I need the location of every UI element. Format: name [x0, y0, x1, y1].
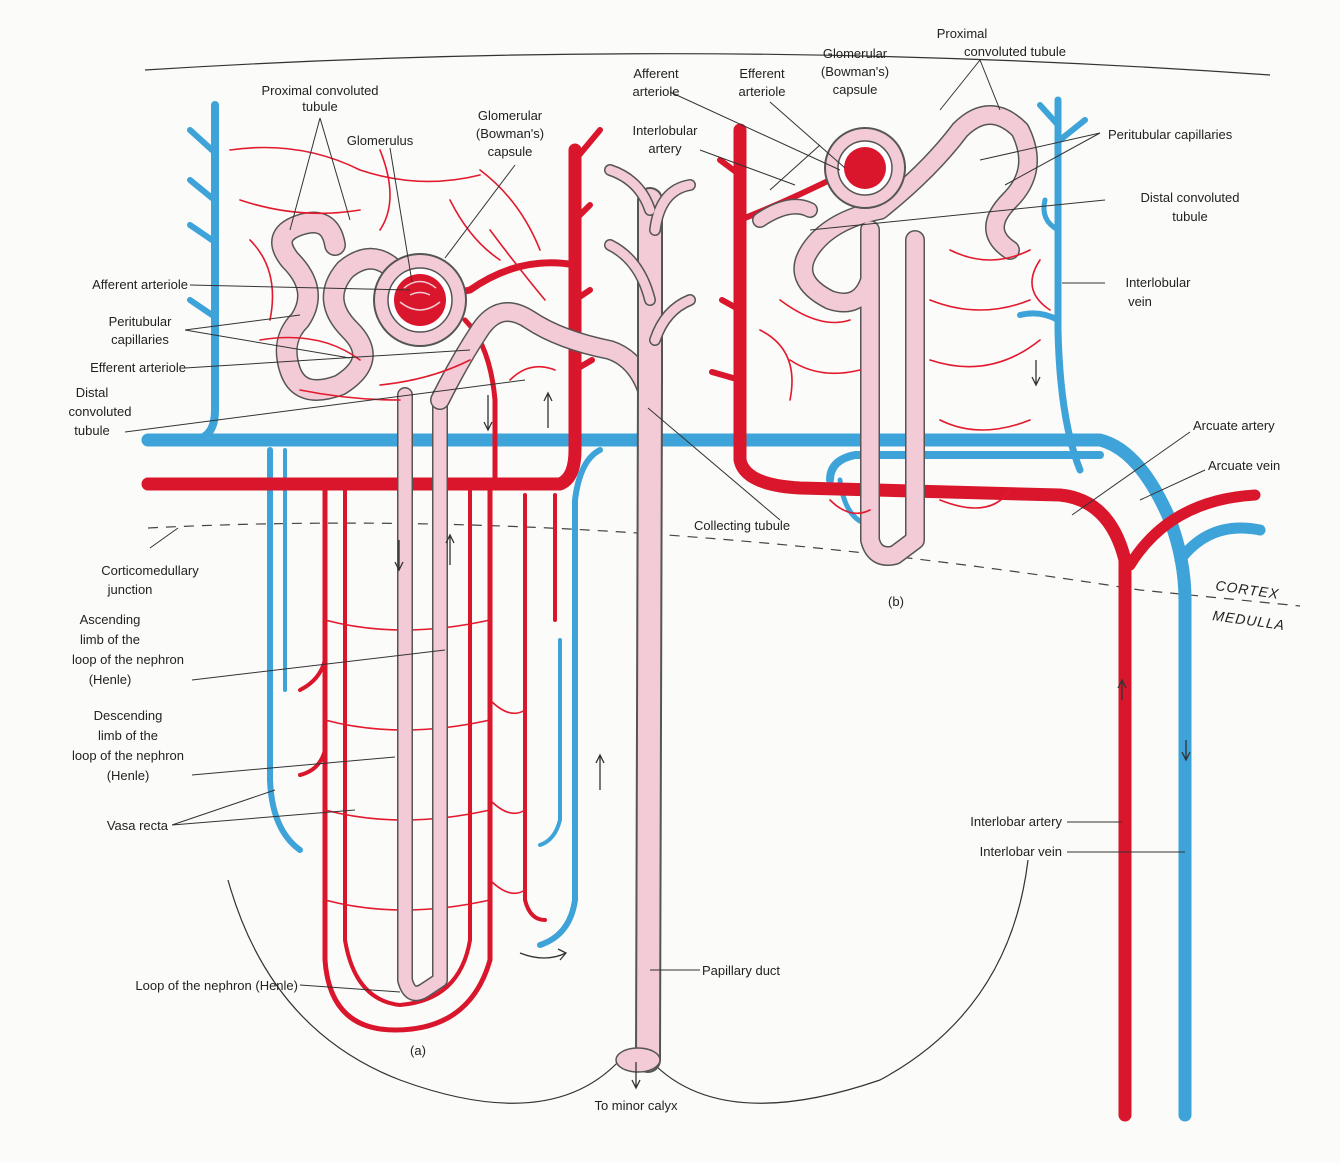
nephron-a-tubules — [230, 148, 690, 1073]
label-interlobar-artery: Interlobar artery — [970, 814, 1062, 829]
label-capsule-left: Glomerular(Bowman's)capsule — [476, 108, 544, 159]
label-papillary-duct: Papillary duct — [702, 963, 780, 978]
label-medulla: MEDULLA — [1212, 607, 1287, 633]
flow-arrows — [395, 360, 1190, 1088]
label-arcuate-vein: Arcuate vein — [1208, 458, 1280, 473]
label-panel-a: (a) — [410, 1043, 426, 1058]
label-arcuate-artery: Arcuate artery — [1193, 418, 1275, 433]
label-interlobar-vein: Interlobar vein — [980, 844, 1062, 859]
label-minor-calyx: To minor calyx — [594, 1098, 678, 1113]
label-peritubular-right: Peritubular capillaries — [1108, 127, 1233, 142]
label-vasa-recta: Vasa recta — [107, 818, 169, 833]
label-efferent-left: Efferent arteriole — [90, 360, 186, 375]
label-collecting-tubule: Collecting tubule — [694, 518, 790, 533]
label-panel-b: (b) — [888, 594, 904, 609]
label-glomerulus: Glomerulus — [347, 133, 414, 148]
label-afferent-left: Afferent arteriole — [92, 277, 188, 292]
label-capsule-right: Glomerular(Bowman's)capsule — [821, 46, 889, 97]
label-loop-henle: Loop of the nephron (Henle) — [135, 978, 298, 993]
